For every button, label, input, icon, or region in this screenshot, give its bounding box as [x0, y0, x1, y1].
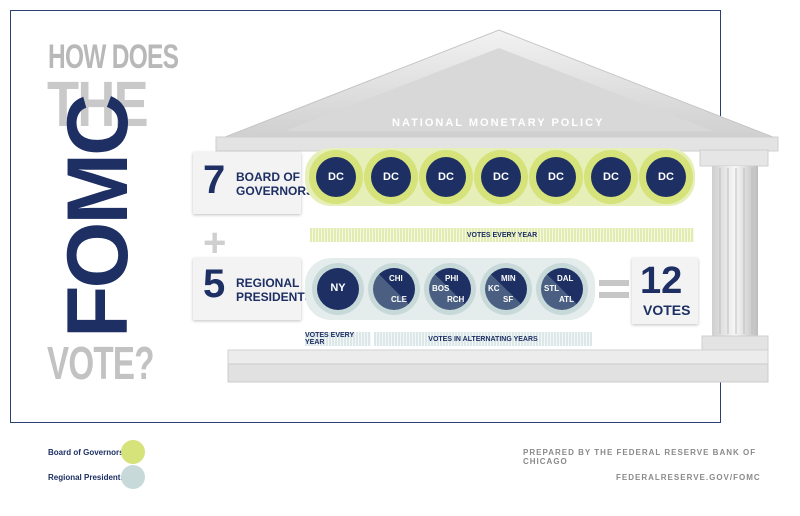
president-district-label: MIN	[501, 274, 516, 283]
legend-board-label: Board of Governors	[48, 448, 124, 457]
votes-every-year-label: VOTES EVERY YEAR	[305, 332, 355, 346]
president-district-label: BOS	[432, 284, 450, 293]
board-votes-bar: VOTES EVERY YEAR	[310, 228, 694, 242]
board-count: 7	[203, 158, 226, 202]
president-district-label: ATL	[559, 295, 574, 304]
pediment-inner	[285, 48, 713, 131]
votes-alternating-bar: VOTES IN ALTERNATING YEARS	[374, 332, 592, 346]
column-fluting	[719, 168, 753, 334]
president-circle: CHI CLE	[368, 263, 420, 315]
board-member-circle: DC	[474, 150, 528, 204]
title-line-the: THE	[47, 68, 149, 140]
president-district-label: DAL	[557, 274, 574, 283]
presidents-label: REGIONAL PRESIDENTS	[236, 276, 313, 304]
president-circle: NY	[312, 263, 364, 315]
board-member-circle: DC	[584, 150, 638, 204]
board-member-label: DC	[591, 157, 631, 197]
board-member-circle: DC	[364, 150, 418, 204]
president-district-label: RCH	[447, 295, 465, 304]
president-district-label: NY	[330, 282, 346, 294]
footer-credit: PREPARED BY THE FEDERAL RESERVE BANK OF …	[523, 448, 757, 466]
president-district-label: CLE	[391, 295, 407, 304]
total-votes-label: VOTES	[643, 302, 691, 318]
president-circle-inner: NY	[317, 268, 359, 310]
column-shaft	[712, 166, 758, 336]
board-label-box	[193, 152, 301, 214]
board-member-label: DC	[426, 157, 466, 197]
president-district-label: KC	[488, 284, 500, 293]
footer-url: FEDERALRESERVE.GOV/FOMC	[616, 473, 761, 482]
president-district-label: PHI	[445, 274, 459, 283]
board-member-label: DC	[481, 157, 521, 197]
total-votes-number: 12	[640, 260, 683, 302]
building-step-top	[227, 349, 769, 365]
board-member-circle: DC	[529, 150, 583, 204]
board-member-label: DC	[536, 157, 576, 197]
votes-alternating-label: VOTES IN ALTERNATING YEARS	[428, 335, 538, 343]
president-circle-inner: CHI CLE	[373, 268, 415, 310]
board-member-label: DC	[371, 157, 411, 197]
equals-sign	[599, 280, 629, 304]
title-line-how-does: HOW DOES	[48, 38, 179, 76]
legend-presidents-label: Regional Presidents	[48, 473, 125, 482]
board-member-circle: DC	[419, 150, 473, 204]
board-member-label: DC	[316, 157, 356, 197]
board-member-label: DC	[646, 157, 686, 197]
president-district-label: CHI	[389, 274, 403, 283]
column-base	[701, 335, 769, 351]
board-member-circle: DC	[639, 150, 693, 204]
president-district-label: STL	[544, 284, 560, 293]
board-member-circle: DC	[309, 150, 363, 204]
building-step-bottom	[227, 363, 769, 383]
title-line-vote: VOTE?	[47, 337, 155, 389]
board-label: BOARD OF GOVERNORS	[236, 170, 315, 198]
votes-every-year-bar: VOTES EVERY YEAR	[305, 332, 371, 346]
president-district-label: SF	[503, 295, 514, 304]
presidents-label-box	[193, 258, 301, 320]
legend-presidents-swatch	[121, 465, 145, 489]
column-capital	[699, 149, 769, 167]
legend-board-swatch	[121, 440, 145, 464]
pediment-label: NATIONAL MONETARY POLICY	[392, 117, 605, 129]
total-box	[632, 258, 698, 324]
plus-sign: +	[203, 221, 227, 265]
board-votes-label: VOTES EVERY YEAR	[466, 231, 538, 239]
presidents-count: 5	[203, 262, 226, 306]
